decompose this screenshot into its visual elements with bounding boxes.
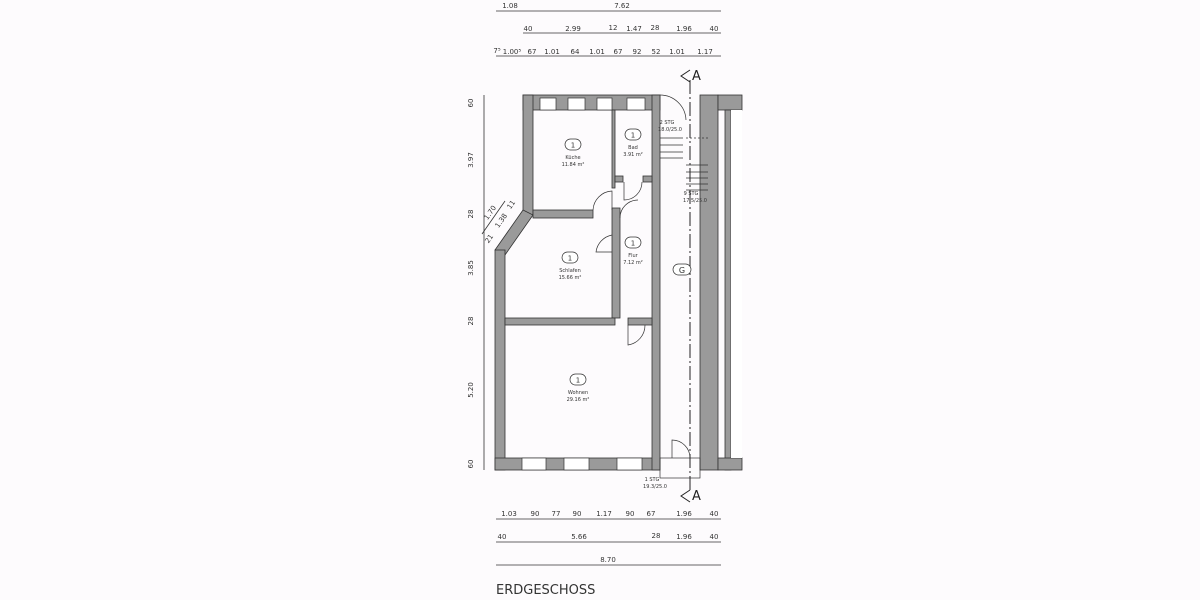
svg-text:8.70: 8.70 bbox=[600, 556, 616, 564]
svg-text:60: 60 bbox=[467, 460, 475, 469]
svg-text:1.96: 1.96 bbox=[676, 510, 692, 518]
svg-text:7.62: 7.62 bbox=[614, 2, 630, 10]
left-dimension-column: 60 3.97 28 3.85 28 5.20 60 bbox=[467, 95, 485, 470]
svg-text:28: 28 bbox=[467, 210, 475, 219]
section-marker-top: A bbox=[692, 69, 701, 84]
room-number-badge bbox=[561, 251, 579, 264]
svg-text:1.17: 1.17 bbox=[596, 510, 612, 518]
room-number: 1 bbox=[631, 132, 635, 140]
svg-text:60: 60 bbox=[467, 99, 475, 108]
bottom-dimension-row-3: 8.70 bbox=[496, 556, 721, 566]
svg-text:90: 90 bbox=[531, 510, 540, 518]
svg-text:2.99: 2.99 bbox=[565, 25, 581, 33]
room-area: 7.12 m² bbox=[623, 260, 643, 266]
room-area: 11.84 m² bbox=[562, 162, 585, 168]
room-number: 1 bbox=[576, 377, 580, 385]
room-number-badge bbox=[624, 128, 642, 141]
svg-text:1.01: 1.01 bbox=[669, 48, 685, 56]
svg-text:1.08: 1.08 bbox=[502, 2, 518, 10]
svg-text:1.03: 1.03 bbox=[501, 510, 517, 518]
floor-title: ERDGESCHOSS bbox=[496, 583, 595, 598]
svg-text:7⁵: 7⁵ bbox=[493, 47, 500, 55]
stairwell-marker: G bbox=[672, 263, 692, 276]
room-number-badge bbox=[624, 236, 642, 249]
svg-text:40: 40 bbox=[710, 533, 719, 541]
svg-text:40: 40 bbox=[710, 510, 719, 518]
room-name: Flur bbox=[628, 253, 638, 259]
room-name: Wohnen bbox=[568, 390, 588, 396]
room-number: 1 bbox=[568, 255, 572, 263]
svg-text:28: 28 bbox=[467, 317, 475, 326]
room-name: Schlafen bbox=[559, 268, 581, 274]
doors bbox=[592, 94, 701, 479]
svg-text:52: 52 bbox=[652, 48, 661, 56]
svg-text:40: 40 bbox=[524, 25, 533, 33]
svg-text:90: 90 bbox=[626, 510, 635, 518]
svg-text:1.01: 1.01 bbox=[589, 48, 605, 56]
svg-text:G: G bbox=[679, 266, 685, 275]
stairs bbox=[660, 137, 708, 191]
svg-text:1.96: 1.96 bbox=[676, 25, 692, 33]
svg-text:1.70: 1.70 bbox=[483, 204, 498, 221]
stair-label: 9 STG 17.5/25.0 bbox=[683, 191, 707, 204]
svg-text:28: 28 bbox=[652, 532, 661, 540]
stair-label: 1 STG 19.3/25.0 bbox=[643, 477, 667, 490]
svg-text:21: 21 bbox=[484, 233, 496, 245]
svg-text:64: 64 bbox=[571, 48, 580, 56]
svg-text:67: 67 bbox=[647, 510, 656, 518]
room-name: Küche bbox=[565, 155, 580, 161]
svg-text:90: 90 bbox=[573, 510, 582, 518]
svg-text:40: 40 bbox=[710, 25, 719, 33]
svg-text:40: 40 bbox=[498, 533, 507, 541]
room-number: 1 bbox=[571, 142, 575, 150]
svg-text:11: 11 bbox=[506, 199, 518, 211]
section-marker-bottom: A bbox=[692, 489, 701, 504]
bottom-dimension-row-2: 40 5.66 28 1.96 40 bbox=[496, 532, 721, 543]
stair-label: 2 STG 18.0/25.0 bbox=[658, 120, 682, 133]
svg-text:2 STG: 2 STG bbox=[660, 120, 675, 126]
svg-text:1.38: 1.38 bbox=[494, 212, 509, 229]
svg-text:67: 67 bbox=[614, 48, 623, 56]
room-area: 3.91 m² bbox=[623, 152, 643, 158]
svg-text:1 STG: 1 STG bbox=[645, 477, 660, 483]
top-dimension-row-3: 7⁵ 1.00⁵ 67 1.01 64 1.01 67 92 52 1.01 1… bbox=[493, 47, 721, 57]
svg-text:12: 12 bbox=[609, 24, 618, 32]
svg-text:1.96: 1.96 bbox=[676, 533, 692, 541]
room-area: 15.66 m² bbox=[559, 275, 582, 281]
svg-text:1.17: 1.17 bbox=[697, 48, 713, 56]
top-dimension-row-2: 40 2.99 12 1.47 28 1.96 40 bbox=[523, 24, 721, 34]
svg-text:92: 92 bbox=[633, 48, 642, 56]
bottom-dimension-row-1: 1.03 90 77 90 1.17 90 67 1.96 40 bbox=[496, 510, 721, 520]
svg-text:5.20: 5.20 bbox=[467, 382, 475, 398]
svg-text:28: 28 bbox=[651, 24, 660, 32]
svg-text:9 STG: 9 STG bbox=[684, 191, 699, 197]
svg-text:1.01: 1.01 bbox=[544, 48, 560, 56]
svg-text:18.0/25.0: 18.0/25.0 bbox=[658, 127, 682, 133]
room-area: 29.16 m² bbox=[567, 397, 590, 403]
svg-text:3.97: 3.97 bbox=[467, 152, 475, 168]
svg-text:77: 77 bbox=[552, 510, 561, 518]
windows bbox=[521, 97, 646, 471]
svg-text:19.3/25.0: 19.3/25.0 bbox=[643, 484, 667, 490]
svg-text:5.66: 5.66 bbox=[571, 533, 587, 541]
room-number-badge bbox=[564, 138, 582, 151]
room-number: 1 bbox=[631, 240, 635, 248]
svg-text:1.47: 1.47 bbox=[626, 25, 642, 33]
svg-text:1.00⁵: 1.00⁵ bbox=[503, 48, 522, 56]
svg-text:17.5/25.0: 17.5/25.0 bbox=[683, 198, 707, 204]
svg-text:3.85: 3.85 bbox=[467, 260, 475, 276]
room-number-badge bbox=[569, 373, 587, 386]
svg-text:67: 67 bbox=[528, 48, 537, 56]
top-dimension-row-1: 1.08 7.62 bbox=[496, 2, 721, 12]
room-name: Bad bbox=[628, 145, 638, 151]
section-line: A A bbox=[680, 69, 701, 504]
walls bbox=[494, 94, 743, 471]
